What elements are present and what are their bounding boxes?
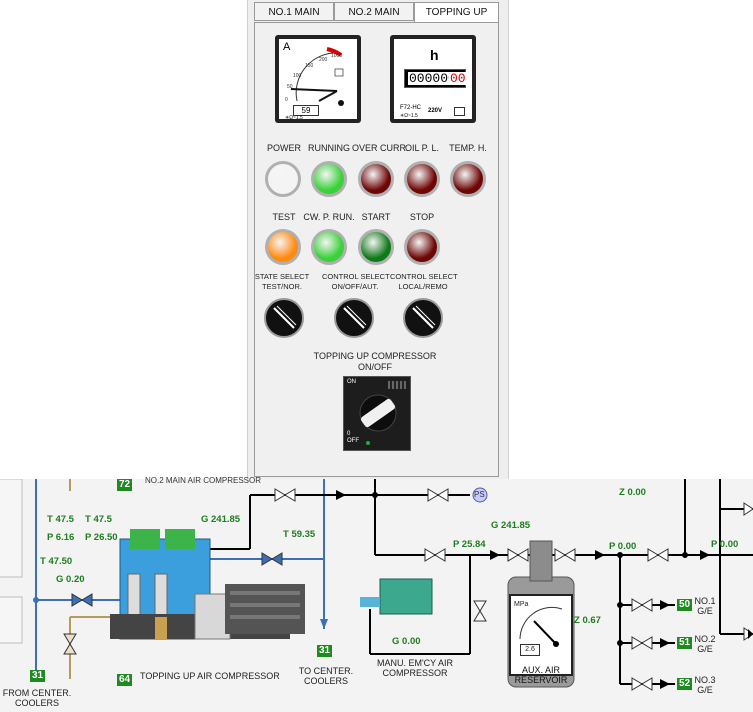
- ammeter-tick-150: 150: [305, 63, 314, 69]
- badge-52: 52: [677, 678, 693, 690]
- manual-emergency-compressor-label: MANU. EM'CY AIR COMPRESSOR: [376, 658, 454, 678]
- tab-no2-main-comp[interactable]: NO.2 MAIN Comp.: [334, 2, 414, 37]
- aux-air-reservoir-label: AUX. AIR RESERVOIR: [514, 665, 568, 685]
- lamp-label-over-curr: OVER CURR.: [352, 143, 409, 153]
- p-readout-2: P 26.50: [85, 532, 118, 543]
- t-readout-1: T 47.5: [47, 514, 74, 525]
- lamp-label-stop: STOP: [409, 212, 435, 222]
- lamp-label-cwp-run: CW. P. RUN.: [303, 212, 355, 222]
- z-readout-2: Z 0.67: [574, 615, 601, 626]
- start-button[interactable]: [358, 229, 394, 265]
- hour-counter: 000000 00: [404, 69, 467, 88]
- t-readout-4: T 59.35: [283, 529, 316, 540]
- hour-meter-voltage: 220V: [428, 108, 443, 114]
- to-center-coolers-label: TO CENTER. COOLERS: [298, 666, 354, 686]
- from-center-coolers-label: FROM CENTER. COOLERS: [2, 688, 72, 708]
- switch-on-label: ON: [347, 379, 356, 385]
- lamp-label-start: START: [361, 212, 391, 222]
- switch-off-label: 0 OFF: [347, 431, 359, 444]
- badge-31-left: 31: [30, 670, 46, 682]
- ammeter: A 59 ✳Ω~1.5 0 50 100 150 200 1000: [275, 35, 361, 123]
- p-readout-1: P 6.16: [47, 532, 75, 543]
- power-lamp: [265, 161, 301, 197]
- ammeter-model: ✳Ω~1.5: [285, 115, 303, 121]
- ammeter-unit: A: [283, 41, 291, 53]
- hour-meter-model: F72-HC: [400, 105, 422, 111]
- topping-up-compressor-label: TOPPING UP AIR COMPRESSOR: [140, 671, 280, 681]
- pipe-diagram: [0, 479, 753, 691]
- t-readout-3: T 47.50: [40, 556, 73, 567]
- local-remote-knob[interactable]: [403, 298, 443, 338]
- ge2-label: NO.2 G/E: [694, 634, 716, 654]
- t-readout-2: T 47.5: [85, 514, 112, 525]
- lamp-label-temp-h: TEMP. H.: [449, 143, 487, 153]
- badge-50: 50: [677, 599, 693, 611]
- hour-counter-red-digits: 00: [449, 71, 467, 86]
- lamp-label-oil-pl: OIL P. L.: [404, 143, 440, 153]
- ge1-label: NO.1 G/E: [694, 596, 716, 616]
- control-select-knob[interactable]: [334, 298, 374, 338]
- cwp-run-lamp: [311, 229, 347, 265]
- state-select-knob[interactable]: [264, 298, 304, 338]
- g-readout-2: G 241.85: [201, 514, 241, 525]
- ammeter-value: 59: [293, 105, 319, 116]
- g-readout-4: G 0.00: [392, 636, 421, 647]
- stop-button[interactable]: [404, 229, 440, 265]
- running-lamp: [311, 161, 347, 197]
- z-readout-1: Z 0.00: [619, 487, 646, 498]
- badge-64: 64: [117, 674, 133, 686]
- ammeter-tick-1000: 1000: [331, 53, 343, 59]
- ge3-label: NO.3 G/E: [694, 675, 716, 695]
- switch-indicator: [366, 441, 370, 445]
- badge-51: 51: [677, 637, 693, 649]
- ammeter-tick-50: 50: [287, 84, 293, 90]
- reservoir-gauge-unit: MPa: [514, 601, 529, 608]
- lamp-label-running: RUNNING: [308, 143, 350, 153]
- lamp-label-test: TEST: [272, 212, 296, 222]
- reservoir-gauge-value: 2.6: [520, 644, 540, 656]
- g-readout-1: G 0.20: [56, 574, 85, 585]
- ammeter-tick-0: 0: [285, 97, 288, 103]
- ammeter-tick-100: 100: [293, 73, 302, 79]
- p-readout-4: P 0.00: [609, 541, 637, 552]
- badge-72: 72: [117, 479, 133, 491]
- lamp-label-power: POWER: [266, 143, 301, 153]
- temp-h-lamp: [450, 161, 486, 197]
- hour-counter-digits: 000000: [408, 71, 457, 86]
- topping-up-onoff-switch[interactable]: ON 0 OFF: [343, 376, 411, 451]
- badge-31-right: 31: [317, 645, 333, 657]
- p-readout-3: P 25.84: [453, 539, 486, 550]
- over-curr-lamp: [358, 161, 394, 197]
- no2-main-compressor-label: NO.2 MAIN AIR COMPRESSOR: [145, 476, 262, 485]
- test-lamp: [265, 229, 301, 265]
- tab-topping-up-comp[interactable]: TOPPING UP Comp.: [414, 2, 499, 37]
- g-readout-3: G 241.85: [491, 520, 531, 531]
- pressure-switch: PS: [474, 490, 485, 499]
- hour-meter-unit: h: [430, 47, 439, 63]
- ammeter-tick-200: 200: [319, 57, 328, 63]
- hour-meter: h 000000 00 F72-HC 220V ✳Ω~1.5: [390, 35, 476, 123]
- ce-mark-icon: [454, 107, 465, 116]
- tab-no1-main-comp[interactable]: NO.1 MAIN Comp.: [254, 2, 334, 37]
- oil-pl-lamp: [404, 161, 440, 197]
- hour-meter-note: ✳Ω~1.5: [400, 113, 418, 119]
- p-readout-5: P 0.00: [711, 539, 739, 550]
